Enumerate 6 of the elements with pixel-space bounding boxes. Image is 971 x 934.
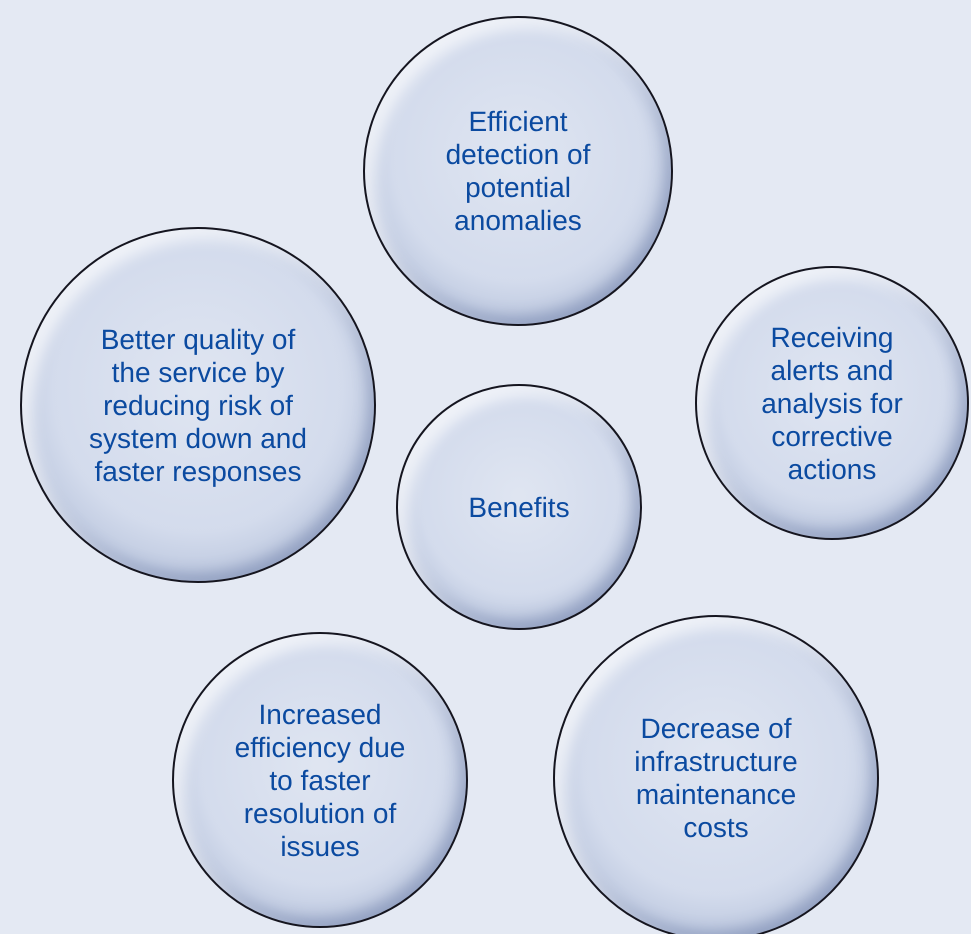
node-text: Increased efficiency due to faster resolution of issues: [234, 698, 406, 862]
node-text: Benefits: [468, 490, 570, 524]
node-text: Efficient detection of potential anomalies: [444, 105, 592, 237]
node-text: Better quality of the service by reducing risk of system down and faster responses: [88, 322, 308, 488]
node-text: Receiving alerts and analysis for corrective actions: [760, 320, 904, 486]
node-text: Decrease of infrastructure maintenance costs: [633, 712, 799, 844]
